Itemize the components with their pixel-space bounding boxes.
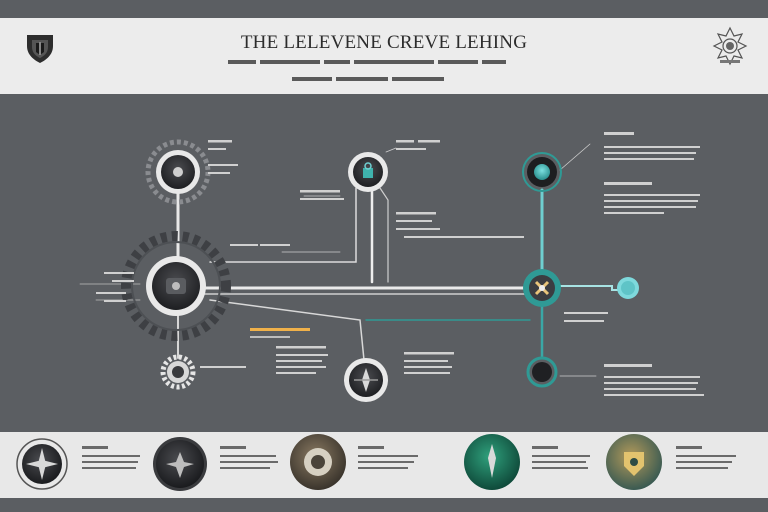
gear-top-left-node [145, 139, 211, 205]
footer-item-star-emblem [153, 437, 278, 491]
footer-legend [16, 434, 736, 491]
footer-edge [0, 498, 768, 512]
subtitle-line-1 [228, 60, 506, 64]
shield-icon [27, 35, 53, 63]
footer-item-crest-orb [606, 434, 736, 490]
subtitle-line-2 [292, 77, 444, 81]
annotation-text-blocks [96, 132, 704, 396]
node-top-middle [348, 152, 388, 192]
footer-item-orb [290, 434, 418, 490]
node-bottom-middle [344, 358, 388, 402]
gear-bottom-left-node [160, 354, 196, 390]
endpoint-far-right-node [617, 277, 639, 299]
flow-diagram [79, 132, 704, 402]
hub-center-left-node [146, 256, 206, 316]
page-title: THE LELEVENE CREVE LEHING [240, 32, 528, 53]
footer-item-compass-rose [16, 438, 140, 490]
header-banner: THE LELEVENE CREVE LEHING [0, 18, 768, 94]
crest-emblem-icon [712, 26, 748, 66]
connector-lines [79, 143, 623, 377]
junction-right-node [523, 269, 561, 307]
footer-item-green-orb [464, 434, 590, 490]
node-top-right [522, 152, 562, 192]
annotation-highlight [250, 328, 310, 331]
hub-gear-ring [121, 231, 231, 341]
node-bottom-right [526, 356, 558, 388]
